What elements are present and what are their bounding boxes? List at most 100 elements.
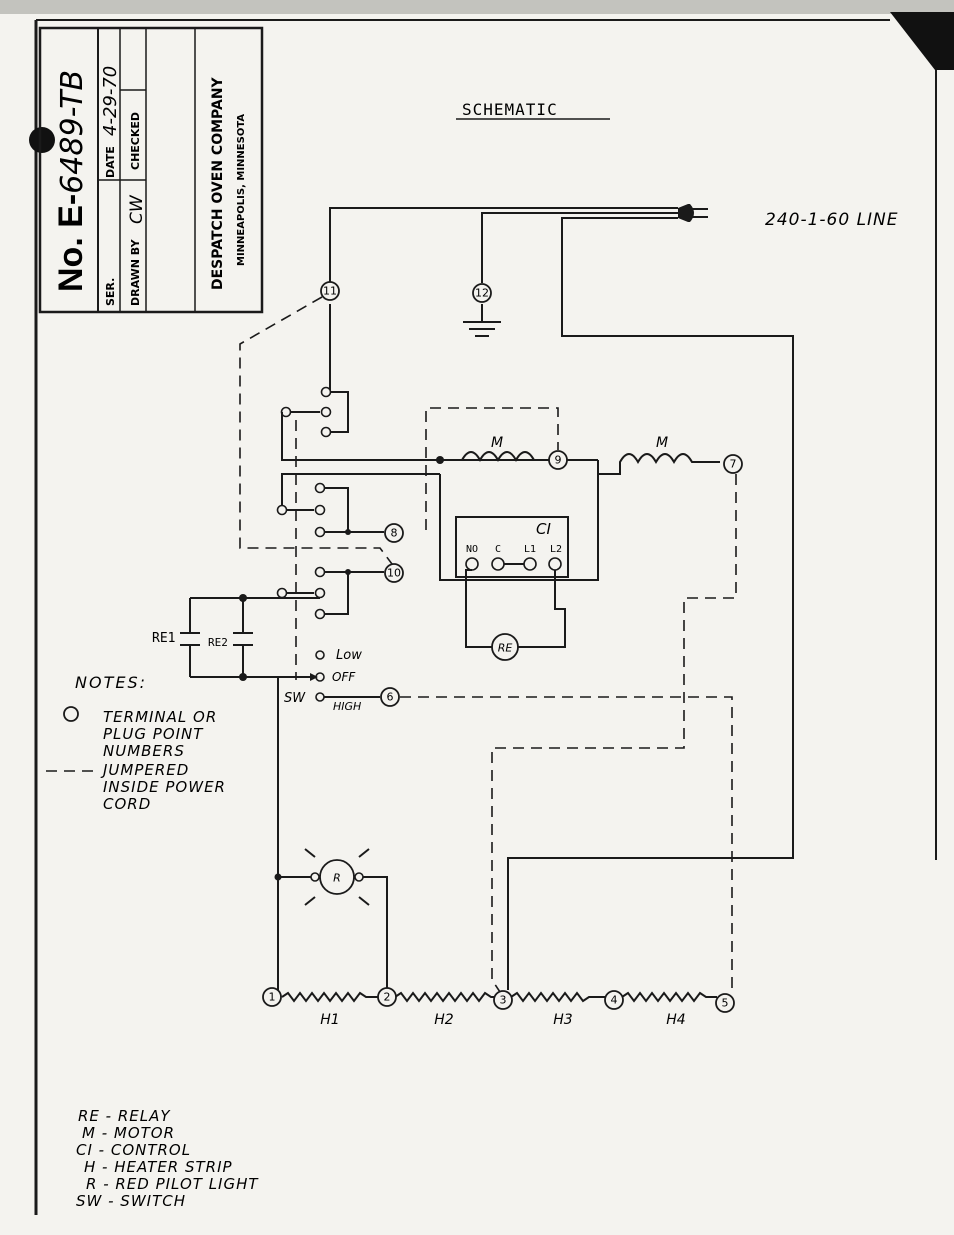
- line-wire-l1: [329, 207, 678, 283]
- jumper-11-to-10: [239, 296, 393, 565]
- switch-label: SW: [284, 691, 306, 706]
- terminal-5: 5: [715, 993, 735, 1013]
- line-voltage-label: 240-1-60 LINE: [765, 210, 899, 230]
- terminal-4: 4: [604, 990, 624, 1010]
- legend-pilot: R - RED PILOT LIGHT: [86, 1175, 259, 1193]
- drawn-by-value: CW: [127, 194, 147, 224]
- heater-h3-label: H3: [553, 1012, 572, 1028]
- heater-h2-label: H2: [434, 1012, 454, 1028]
- pilot-light-label: R: [333, 872, 341, 885]
- switch-pos-off: OFF: [332, 670, 356, 684]
- pilot-junction-dot: [274, 873, 282, 881]
- ground-symbol: [463, 304, 501, 337]
- motor-1: [461, 451, 548, 463]
- relay-contacts: [180, 594, 320, 681]
- control-unit: [455, 516, 569, 578]
- jumper-7-to-3: [491, 474, 737, 993]
- legend-switch: SW - SWITCH: [76, 1192, 186, 1210]
- svg-text:No. E-6489-TB: No. E-6489-TB: [52, 70, 90, 292]
- checked-label: CHECKED: [129, 112, 142, 170]
- svg-text:6: 6: [387, 691, 394, 704]
- wire-l2-to-relay: [518, 570, 566, 648]
- control-terminal-c: C: [495, 544, 501, 555]
- wire-motor-feed: [281, 412, 598, 461]
- terminal-3: 3: [493, 990, 513, 1010]
- legend-control: CI - CONTROL: [76, 1141, 191, 1159]
- svg-text:3: 3: [500, 994, 507, 1007]
- terminal-2: 2: [377, 987, 397, 1007]
- legend-motor: M - MOTOR: [82, 1124, 175, 1142]
- drawing-number-value: 6489-TB: [55, 70, 90, 194]
- switch-pos-low: Low: [336, 648, 362, 663]
- svg-text:8: 8: [391, 527, 398, 540]
- notes-heading: NOTES:: [75, 673, 147, 692]
- motor-1-label: M: [491, 435, 503, 451]
- svg-text:4: 4: [611, 994, 618, 1007]
- svg-text:12: 12: [475, 287, 489, 300]
- legend-relay: RE - RELAY: [78, 1107, 171, 1125]
- svg-text:5: 5: [722, 997, 729, 1010]
- motor-2: [598, 453, 720, 475]
- heater-strips: [281, 991, 717, 1003]
- selector-switch: [278, 650, 380, 702]
- control-terminal-l2: L2: [550, 544, 562, 555]
- wire-pilot-right: [363, 876, 388, 988]
- control-label: CI: [536, 520, 551, 538]
- terminal-symbol-icon: [63, 706, 79, 722]
- svg-text:2: 2: [384, 991, 391, 1004]
- svg-text:1: 1: [269, 991, 276, 1004]
- terminal-7: 7: [723, 454, 743, 474]
- notes-block: NOTES: TERMINAL OR PLUG POINT NUMBERS JU…: [46, 673, 226, 813]
- svg-text:11: 11: [323, 285, 337, 298]
- svg-text:7: 7: [730, 458, 737, 471]
- svg-text:10: 10: [387, 567, 401, 580]
- company-location: MINNEAPOLIS, MINNESOTA: [236, 114, 247, 266]
- title-block: No. E-6489-TB SER. DATE 4-29-70 DRAWN BY…: [38, 26, 264, 314]
- note-terminal-line-3: NUMBERS: [103, 742, 185, 760]
- terminal-9: 9: [548, 450, 568, 470]
- corner-fold-mark: [890, 12, 954, 70]
- switch-section-lower: [276, 566, 384, 620]
- motor-junction-dot: [436, 456, 444, 464]
- pilot-light: [304, 848, 370, 906]
- top-scan-edge: [0, 0, 954, 14]
- relay-coil: [491, 633, 519, 661]
- terminal-6: 6: [380, 687, 400, 707]
- note-jumper-line-1: JUMPERED: [100, 761, 189, 779]
- note-jumper-line-2: INSIDE POWER: [103, 778, 226, 796]
- punch-hole-mark: [29, 127, 55, 153]
- date-label: DATE: [104, 146, 117, 178]
- motor-2-label: M: [656, 435, 668, 451]
- date-value: 4-29-70: [100, 66, 121, 136]
- note-terminal-line-1: TERMINAL OR: [103, 708, 217, 726]
- relay-1-label: RE1: [152, 631, 175, 646]
- power-plug: [678, 204, 708, 222]
- jumper-6-to-5: [400, 696, 733, 990]
- terminal-1: 1: [262, 987, 282, 1007]
- heater-h1-label: H1: [320, 1012, 339, 1028]
- note-jumper-line-3: CORD: [103, 795, 151, 813]
- ser-label: SER.: [104, 278, 117, 306]
- wire-no-to-relay: [465, 569, 492, 648]
- line-wire-l2: [507, 217, 794, 990]
- switch-pos-high: HIGH: [333, 700, 361, 713]
- svg-text:9: 9: [555, 454, 562, 467]
- legend-block: RE - RELAY M - MOTOR CI - CONTROL H - HE…: [76, 1107, 259, 1210]
- wire-control-loop: [439, 460, 599, 581]
- schematic-title: SCHEMATIC: [462, 100, 558, 119]
- switch-section-upper: [280, 386, 349, 438]
- ground-wire: [481, 212, 678, 283]
- heater-h4-label: H4: [666, 1012, 685, 1028]
- legend-heater: H - HEATER STRIP: [84, 1158, 233, 1176]
- jumper-motor-loop: [425, 407, 559, 530]
- control-terminal-no: NO: [466, 544, 478, 555]
- terminal-8: 8: [384, 523, 404, 543]
- note-terminal-line-2: PLUG POINT: [103, 725, 204, 743]
- control-terminal-l1: L1: [524, 544, 536, 555]
- terminal-12: 12: [472, 283, 492, 303]
- drawing-number-prefix: No. E-: [52, 194, 90, 292]
- relay-coil-label: RE: [498, 642, 513, 655]
- terminal-11: 11: [320, 281, 340, 301]
- drawn-by-label: DRAWN BY: [129, 238, 142, 306]
